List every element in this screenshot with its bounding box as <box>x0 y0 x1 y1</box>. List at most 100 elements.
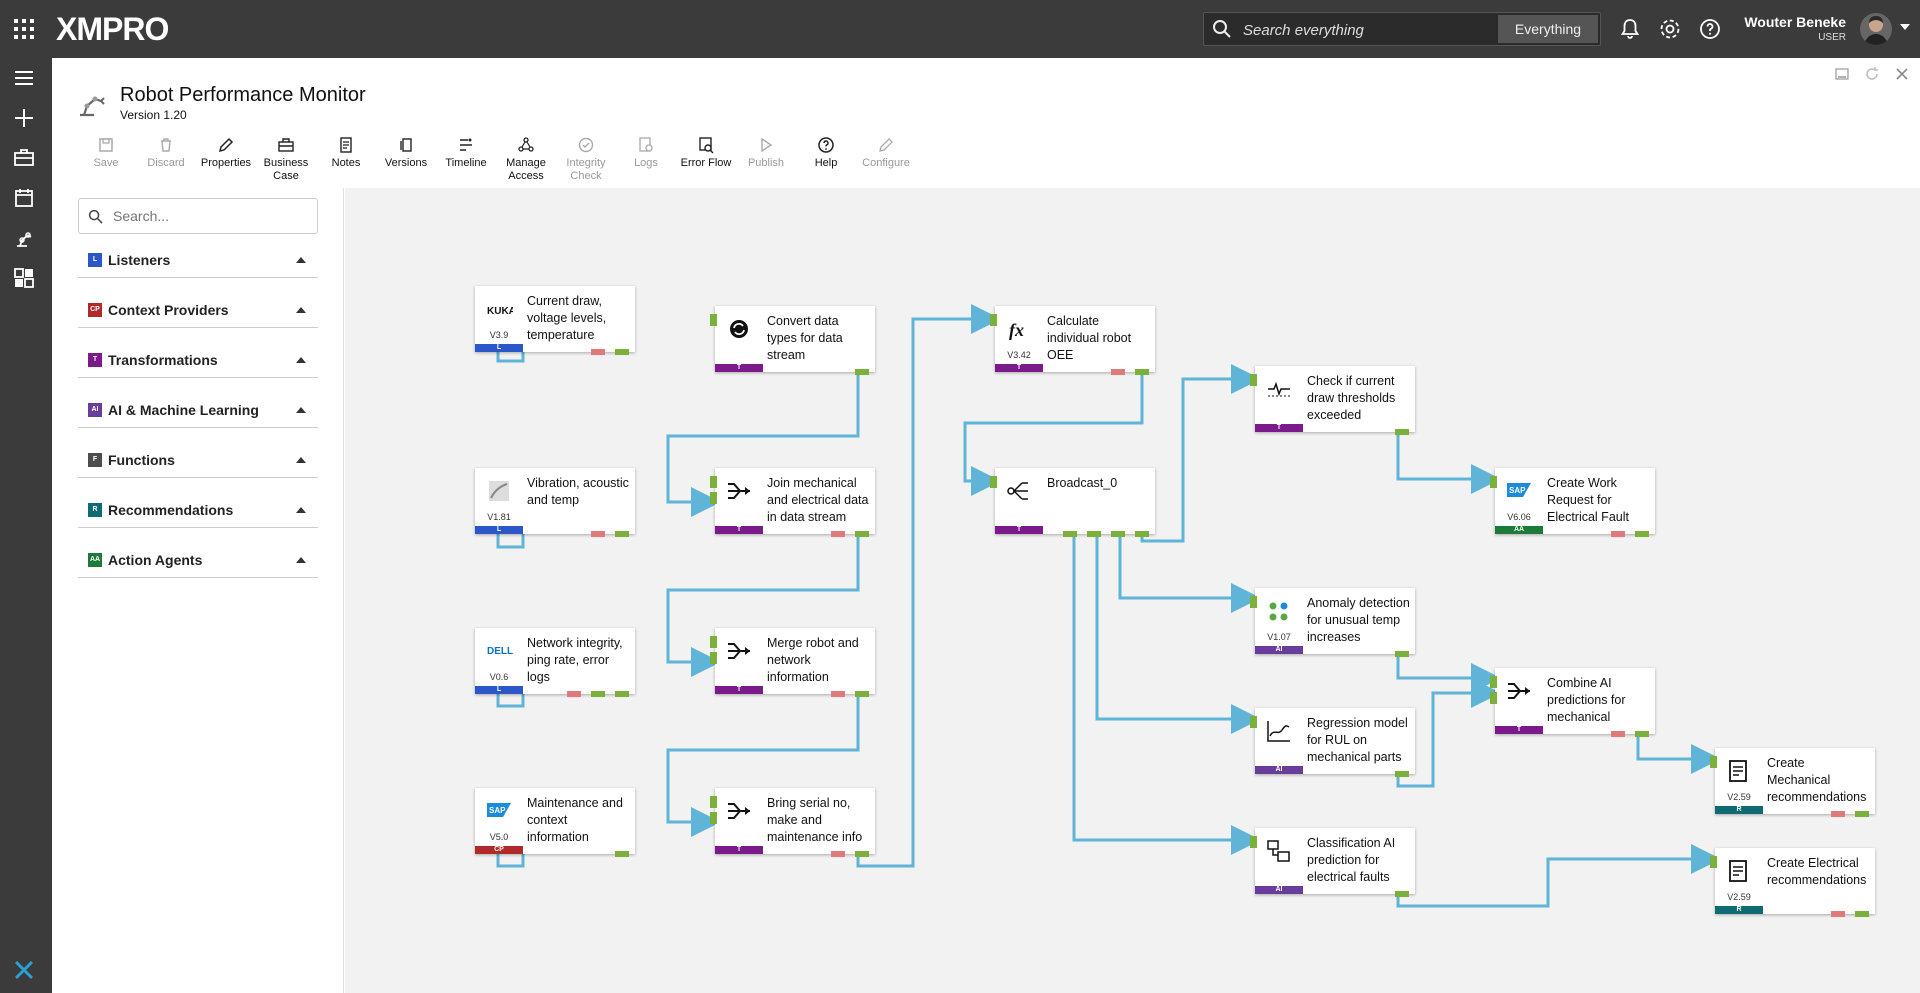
collapse-caret-icon[interactable] <box>296 257 306 263</box>
toolbar-logs-button[interactable]: Logs <box>616 136 676 188</box>
collapse-caret-icon[interactable] <box>296 557 306 563</box>
toolbar-error-flow-button[interactable]: Error Flow <box>676 136 736 188</box>
input-port[interactable] <box>710 796 717 808</box>
output-port[interactable] <box>1635 731 1649 737</box>
connection-wire[interactable] <box>1140 364 1261 543</box>
input-port[interactable] <box>710 652 717 664</box>
input-port[interactable] <box>1250 836 1257 848</box>
xmpro-logo[interactable]: XMPRO <box>56 11 169 47</box>
toolbar-play-button[interactable]: Publish <box>736 136 796 188</box>
output-port[interactable] <box>1855 911 1869 917</box>
connection-wire[interactable] <box>666 692 860 837</box>
output-port[interactable] <box>615 691 629 697</box>
output-port[interactable] <box>1855 811 1869 817</box>
output-port[interactable] <box>1111 531 1125 537</box>
dashboard-icon[interactable] <box>12 266 36 290</box>
user-menu-caret-icon[interactable] <box>1900 24 1910 30</box>
input-port[interactable] <box>1490 476 1497 488</box>
input-port[interactable] <box>1250 716 1257 728</box>
error-port[interactable] <box>1831 911 1845 917</box>
input-port[interactable] <box>710 492 717 504</box>
output-port[interactable] <box>1635 531 1649 537</box>
input-port[interactable] <box>1250 596 1257 608</box>
toolbar-versions-button[interactable]: Versions <box>376 136 436 188</box>
toolbar-help-button[interactable]: Help <box>796 136 856 188</box>
toolbar-pencil-button[interactable]: Properties <box>196 136 256 188</box>
output-port[interactable] <box>855 531 869 537</box>
connection-wire[interactable] <box>1396 652 1501 693</box>
connection-wire[interactable] <box>963 370 1144 496</box>
output-port[interactable] <box>1395 429 1409 435</box>
output-port[interactable] <box>615 349 629 355</box>
error-port[interactable] <box>591 349 605 355</box>
briefcase-icon[interactable] <box>12 146 36 170</box>
input-port[interactable] <box>1250 374 1257 386</box>
output-port[interactable] <box>1395 771 1409 777</box>
connection-wire[interactable] <box>1118 532 1261 613</box>
output-port[interactable] <box>1135 369 1149 375</box>
close-icon[interactable] <box>1894 66 1910 82</box>
error-port[interactable] <box>1831 811 1845 817</box>
user-name[interactable]: Wouter Beneke <box>1744 14 1846 30</box>
output-port[interactable] <box>855 369 869 375</box>
input-port[interactable] <box>1710 856 1717 868</box>
input-port[interactable] <box>1710 756 1717 768</box>
input-port[interactable] <box>1490 692 1497 704</box>
input-port[interactable] <box>1490 676 1497 688</box>
refresh-icon[interactable] <box>1864 66 1880 82</box>
error-port[interactable] <box>831 531 845 537</box>
output-port[interactable] <box>1395 891 1409 897</box>
connection-wire[interactable] <box>1396 430 1501 494</box>
robot-arm-icon[interactable] <box>12 226 36 250</box>
avatar[interactable] <box>1860 13 1892 45</box>
error-port[interactable] <box>567 691 581 697</box>
toolbar-share-button[interactable]: Manage Access <box>496 136 556 188</box>
connection-wire[interactable] <box>856 304 1001 868</box>
toolbar-notes-button[interactable]: Notes <box>316 136 376 188</box>
collapse-caret-icon[interactable] <box>296 407 306 413</box>
error-port[interactable] <box>831 691 845 697</box>
app-grid-icon[interactable] <box>14 19 34 39</box>
palette-search[interactable] <box>78 198 318 234</box>
search-placeholder[interactable]: Search everything <box>1243 22 1364 39</box>
input-port[interactable] <box>710 636 717 648</box>
input-port[interactable] <box>710 476 717 488</box>
error-port[interactable] <box>1111 369 1125 375</box>
connection-wire[interactable] <box>1396 844 1721 908</box>
input-port[interactable] <box>990 314 997 326</box>
connection-wire[interactable] <box>1072 532 1261 855</box>
help-icon[interactable] <box>1698 17 1722 41</box>
search-scope-button[interactable]: Everything <box>1498 15 1598 43</box>
input-port[interactable] <box>710 812 717 824</box>
toolbar-save-button[interactable]: Save <box>76 136 136 188</box>
toolbar-pen-button[interactable]: Configure <box>856 136 916 188</box>
connection-wire[interactable] <box>1636 732 1721 774</box>
error-port[interactable] <box>1611 531 1625 537</box>
menu-icon[interactable] <box>12 66 36 90</box>
palette-search-input[interactable] <box>113 207 309 225</box>
input-port[interactable] <box>710 314 717 326</box>
output-port[interactable] <box>855 691 869 697</box>
toolbar-check-circle-button[interactable]: Integrity Check <box>556 136 616 188</box>
output-port[interactable] <box>615 531 629 537</box>
connection-wire[interactable] <box>666 370 860 517</box>
